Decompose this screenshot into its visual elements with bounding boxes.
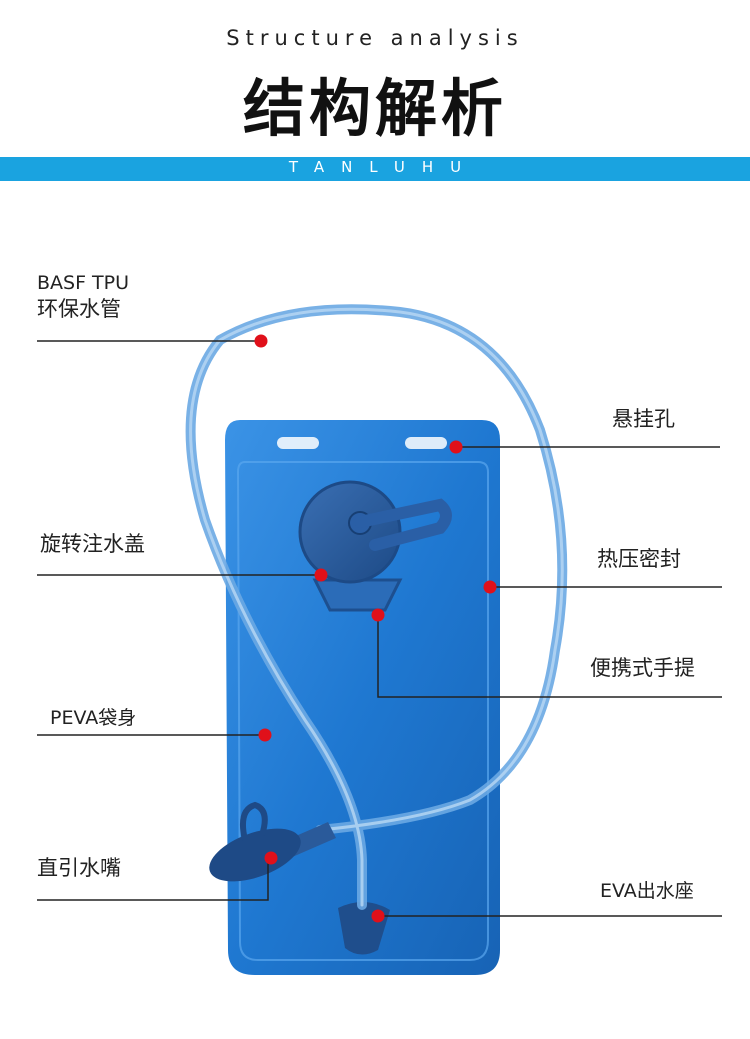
label-tube-name: 环保水管 (37, 297, 121, 321)
filler-cap (298, 480, 402, 584)
marker-handle (371, 608, 385, 622)
label-eva-outlet: EVA出水座 (600, 880, 694, 902)
filler-cap-strap (354, 498, 452, 551)
hanging-hole-left (277, 437, 319, 449)
callout-lines (37, 340, 722, 917)
callout-markers (254, 334, 497, 923)
label-bite-valve: 直引水嘴 (37, 856, 121, 880)
header-subtitle: Structure analysis (226, 26, 524, 50)
bag-seal-edge (236, 461, 489, 961)
bite-valve-cap-strap (240, 801, 268, 841)
marker-bite-valve (264, 851, 278, 865)
header-title: 结构解析 (242, 72, 507, 145)
marker-body (258, 728, 272, 742)
bag-handle (312, 578, 403, 612)
brand-band-text: TANLUHU (288, 158, 479, 176)
label-hanging-hole: 悬挂孔 (612, 407, 675, 431)
drinking-tube-highlight (189, 307, 564, 907)
label-rotating-cap: 旋转注水盖 (40, 532, 145, 556)
label-peva-body: PEVA袋身 (50, 707, 137, 729)
label-tube-material: BASF TPU (37, 272, 130, 294)
label-portable-handle: 便携式手提 (590, 656, 695, 680)
brand-band: TANLUHU (0, 157, 750, 181)
marker-tube (254, 334, 268, 348)
marker-cap (314, 568, 328, 582)
bite-valve (209, 828, 301, 882)
marker-heat-seal (483, 580, 497, 594)
label-heat-seal: 热压密封 (597, 547, 681, 571)
marker-hanging-hole (449, 440, 463, 454)
marker-outlet (371, 909, 385, 923)
hanging-hole-right (405, 437, 447, 449)
